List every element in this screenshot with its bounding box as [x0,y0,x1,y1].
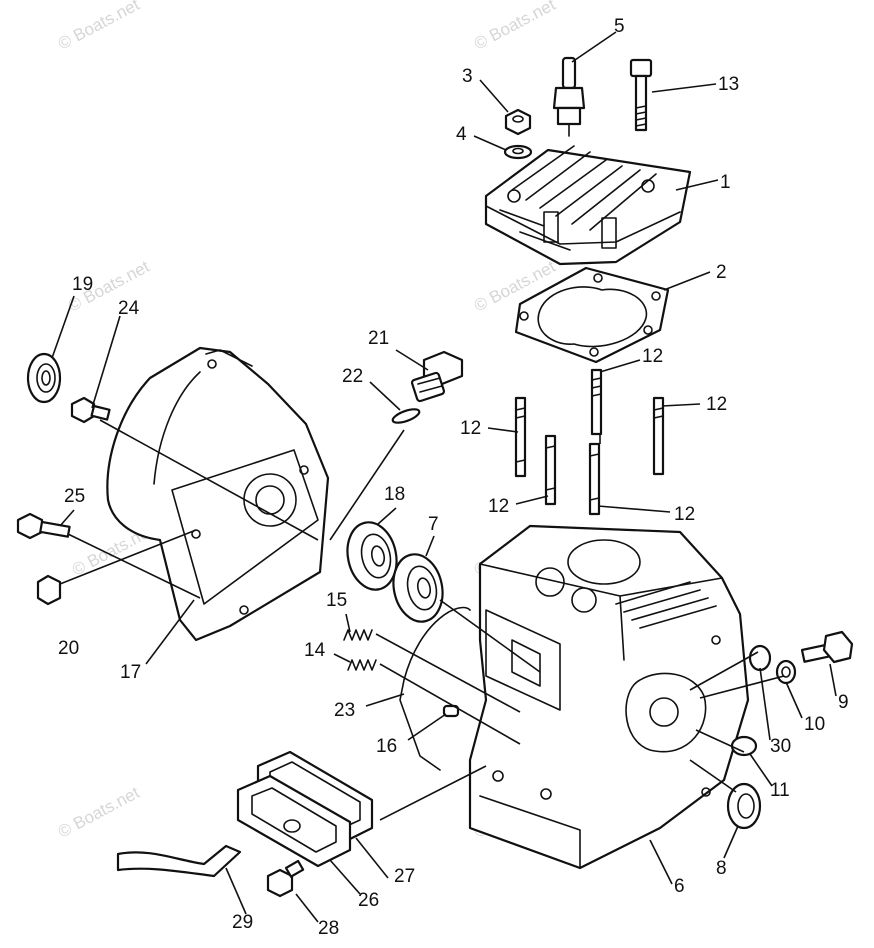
crankcase-block [468,524,750,870]
spring-15 [343,629,373,641]
callout-3: 3 [462,66,473,87]
callout-12d: 12 [488,496,509,517]
callout-14: 14 [304,640,326,661]
callout-25: 25 [64,486,85,507]
callout-4: 4 [456,124,467,145]
cylinder-head [484,145,692,266]
leader-lines [51,31,837,923]
bolt-24 [70,396,111,424]
callout-6: 6 [674,876,685,897]
breather-hose [116,844,242,878]
washer-4 [503,144,533,160]
washer-10 [775,659,797,685]
callout-24: 24 [118,298,140,319]
callout-20: 20 [58,638,79,659]
callout-1: 1 [720,172,731,193]
stud-bottom [588,442,601,516]
callout-5: 5 [614,16,625,37]
head-gasket [514,266,670,364]
watermark-7: © Boats.net [55,783,143,842]
stud-left [514,396,527,478]
callout-19: 19 [72,274,93,295]
callout-28: 28 [318,918,339,939]
callout-26: 26 [358,890,379,911]
dowel-pin [442,704,460,718]
bolt-25 [16,512,71,540]
callout-17: 17 [120,662,141,683]
oil-plug [410,350,464,403]
callout-27: 27 [394,866,415,887]
callout-16: 16 [376,736,397,757]
stud-top [590,368,603,436]
callout-2: 2 [716,262,727,283]
callout-12e: 12 [674,504,695,525]
plug-11 [730,735,758,757]
head-bolt [629,58,653,132]
nut-20 [36,574,62,606]
callout-12c: 12 [706,394,727,415]
bolt-9 [800,630,854,664]
crankcase-cover [106,346,330,642]
callout-9: 9 [838,692,849,713]
studs [514,368,665,516]
watermark-2: © Boats.net [471,0,559,54]
bearing-18 [346,521,398,591]
plug-30 [748,644,772,672]
callout-15: 15 [326,590,347,611]
nut-3 [504,108,532,136]
callout-10: 10 [804,714,825,735]
callout-7: 7 [428,514,439,535]
callouts: 3 4 5 13 1 2 12 12 12 12 12 21 22 19 24 … [58,16,849,939]
callout-13: 13 [718,74,739,95]
callout-30: 30 [770,736,791,757]
bearing-7 [392,553,444,623]
oil-seal-8 [726,782,762,830]
spark-plug [552,56,586,137]
stud-right [652,396,665,476]
crankcase-gasket [399,606,471,771]
callout-22: 22 [342,366,363,387]
callout-12a: 12 [642,346,663,367]
callout-21: 21 [368,328,389,349]
stud-mid [544,434,557,506]
o-ring [391,408,421,424]
callout-29: 29 [232,912,253,933]
spring-14 [347,659,377,671]
callout-11: 11 [770,780,790,801]
callout-8: 8 [716,858,727,879]
watermark-1: © Boats.net [55,0,143,54]
callout-18: 18 [384,484,405,505]
callout-12b: 12 [460,418,481,439]
breather-cover [236,774,352,868]
callout-23: 23 [334,700,355,721]
oil-seal-19 [26,352,62,404]
screw-28 [266,859,305,898]
